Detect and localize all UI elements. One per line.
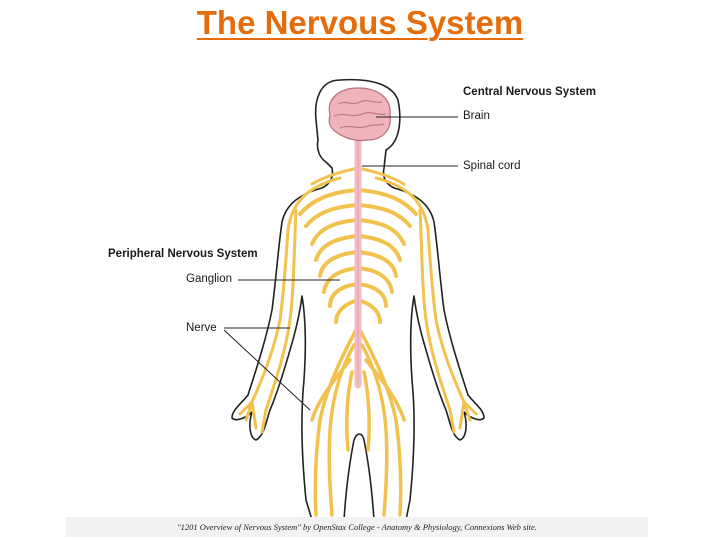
page-title: The Nervous System	[0, 4, 720, 42]
spinal-cord-label: Spinal cord	[463, 160, 521, 172]
cns-heading: Central Nervous System	[463, 86, 596, 98]
brain-icon	[328, 87, 391, 142]
leader-lines	[223, 116, 458, 411]
nerve-label: Nerve	[186, 322, 217, 334]
peripheral-nerves	[238, 166, 478, 517]
ganglion-label: Ganglion	[186, 273, 233, 285]
brain-label: Brain	[463, 110, 490, 122]
page-title-text: The Nervous System	[196, 4, 524, 41]
pns-heading: Peripheral Nervous System	[108, 248, 258, 260]
image-caption: "1201 Overview of Nervous System" by Ope…	[66, 517, 648, 537]
